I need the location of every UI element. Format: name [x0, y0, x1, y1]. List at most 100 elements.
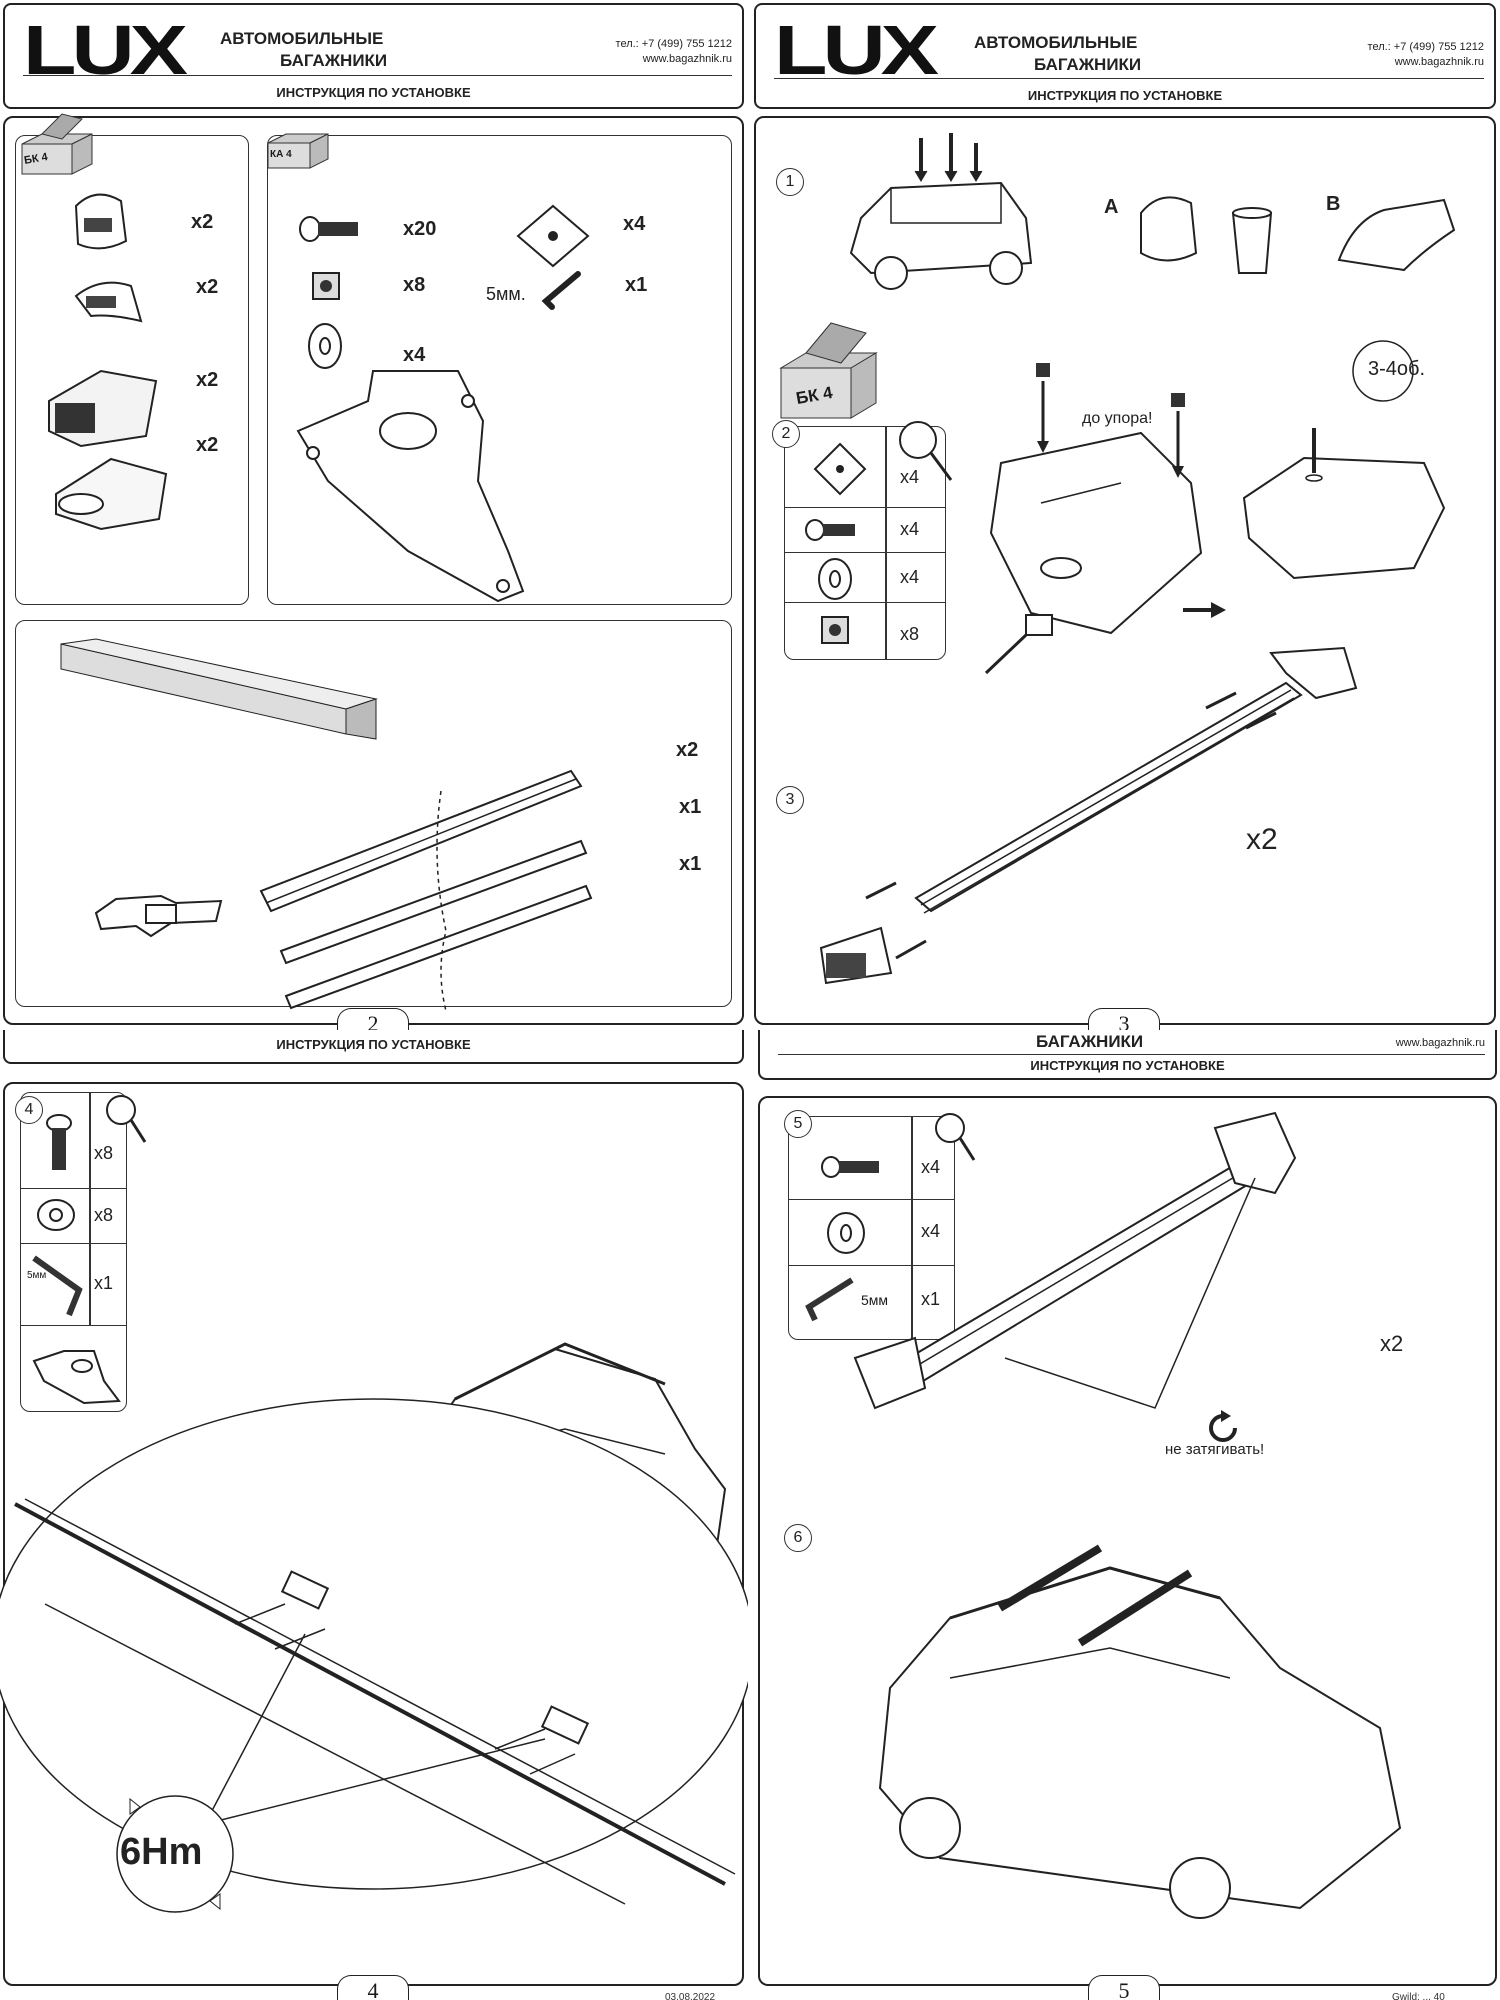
nut-icon [312, 272, 340, 300]
qty-label: x8 [403, 274, 426, 296]
box-icon [267, 133, 329, 169]
crossbar-profiles-icon [259, 769, 593, 1012]
phone-text: тел.: +7 (499) 755 1212 [615, 38, 732, 50]
hex-key-icon [541, 271, 581, 310]
profile-section-icon [94, 894, 223, 938]
table-row [21, 1188, 126, 1189]
brand-logo: LUX [23, 11, 188, 89]
qty-label: x4 [623, 213, 646, 235]
qty-label: x2 [191, 211, 214, 233]
note-stop: до упора! [1082, 410, 1153, 427]
step-number: 1 [776, 168, 804, 196]
qty-label: x4 [900, 467, 920, 487]
step5-parts-table: x4 x4 5мм x1 [788, 1116, 955, 1340]
qty-label: x2 [196, 276, 219, 298]
header-rule [23, 75, 732, 76]
long-package-icon [60, 638, 378, 740]
bolt-icon [299, 216, 358, 242]
turns-unit: об. [1396, 358, 1426, 380]
page-header: LUX АВТОМОБИЛЬНЫЕ БАГАЖНИКИ тел.: +7 (49… [754, 3, 1496, 109]
table-row [789, 1265, 954, 1266]
contact-info: тел.: +7 (499) 755 1212 www.bagazhnik.ru [1368, 40, 1484, 70]
bolt-icon [805, 519, 855, 541]
qty-label: x2 [676, 739, 699, 761]
step4-panel: x8 x8 5мм x1 4 [0, 1082, 748, 1986]
step-number: 5 [784, 1110, 812, 1138]
brand-tagline-2: БАГАЖНИКИ [1034, 55, 1142, 74]
foot-cover-icon [74, 193, 128, 250]
car-wash-roof-icon [849, 133, 1033, 290]
car-with-roof-rack-icon [878, 1544, 1402, 1919]
magnifier-icon [899, 421, 953, 481]
qty-label: x4 [900, 567, 920, 587]
qty-label: x1 [625, 274, 648, 296]
qty-label: x8 [900, 624, 920, 644]
washer-icon [308, 323, 342, 369]
torque-circle-icon [116, 1795, 234, 1913]
clip-icon [74, 281, 143, 323]
step2-parts-table: x4 x4 x4 x8 [784, 426, 946, 660]
step5-panel: x4 x4 5мм x1 5 x2 не затягивать! 6 [758, 1096, 1497, 1986]
label-a: A [1104, 196, 1119, 218]
table-row [21, 1325, 126, 1326]
key-size-label: 5мм [27, 1270, 47, 1281]
step-number: 2 [772, 420, 800, 448]
brand-tagline-1: АВТОМОБИЛЬНЫЕ [220, 29, 384, 48]
doc-title: ИНСТРУКЦИЯ ПО УСТАНОВКЕ [276, 85, 471, 100]
square-plate-icon [813, 442, 867, 496]
table-row [785, 507, 945, 508]
page-number: 2 [337, 1008, 409, 1030]
hex-key-icon [32, 1255, 83, 1317]
bolt-icon [46, 1114, 72, 1170]
bolt-icon [821, 1156, 879, 1178]
doc-title: ИНСТРУКЦИЯ ПО УСТАНОВКЕ [1027, 88, 1223, 103]
header-rule [774, 78, 1484, 79]
site-link[interactable]: www.bagazhnik.ru [1394, 56, 1484, 68]
qty-label: x4 [921, 1157, 941, 1177]
mounting-bracket-icon [296, 370, 525, 603]
crossbar-assembly-icon [819, 646, 1358, 985]
label-b: B [1326, 193, 1341, 215]
assembled-foot-icon [1242, 428, 1446, 580]
table-row [785, 552, 945, 553]
box-icon [779, 322, 878, 419]
step-number: 4 [15, 1096, 43, 1124]
end-cap-icon [55, 457, 168, 531]
qty-label: x1 [679, 853, 702, 875]
parts-panel: БК 4 x2 x2 x2 x2 [3, 113, 744, 1025]
table-row [21, 1243, 126, 1244]
table-divider [89, 1093, 91, 1325]
page-3: LUX АВТОМОБИЛЬНЫЕ БАГАЖНИКИ тел.: +7 (49… [752, 0, 1500, 1030]
qty-label: x4 [921, 1221, 941, 1241]
total-qty: x2 [1380, 1331, 1404, 1356]
page-header: LUX АВТОМОБИЛЬНЫЕ БАГАЖНИКИ тел.: +7 (49… [3, 3, 744, 109]
qty-label: x2 [196, 369, 219, 391]
foot-base-icon [48, 369, 158, 448]
key-size-label: 5мм [861, 1292, 889, 1308]
magnifier-icon [106, 1095, 147, 1143]
page-number: 5 [1088, 1975, 1160, 2000]
site-link[interactable]: www.bagazhnik.ru [1395, 1037, 1485, 1049]
site-link[interactable]: www.bagazhnik.ru [642, 53, 732, 65]
rotate-icon [1209, 1410, 1237, 1442]
table-row [785, 602, 945, 603]
table-divider [885, 427, 887, 659]
step4-parts-table: x8 x8 5мм x1 [20, 1092, 127, 1412]
brand-logo: LUX [774, 11, 939, 89]
doc-title: ИНСТРУКЦИЯ ПО УСТАНОВКЕ [276, 1037, 471, 1052]
turns-value: 3-4 [1368, 358, 1397, 380]
total-qty: x2 [1246, 823, 1278, 856]
contact-info: www.bagazhnik.ru [1396, 1036, 1485, 1051]
key-size-label: 5мм. [486, 284, 526, 304]
brand-tagline-1: АВТОМОБИЛЬНЫЕ [974, 33, 1138, 52]
table-row [789, 1199, 954, 1200]
nut-icon [821, 616, 849, 644]
page-header: ИНСТРУКЦИЯ ПО УСТАНОВКЕ [3, 1030, 744, 1064]
qty-label: x4 [900, 519, 920, 539]
ka-box-parts: КА 4 x20 x8 x4 x4 5мм. [267, 133, 732, 605]
profiles-box: x2 x1 x1 [15, 620, 732, 1012]
qty-label: x2 [196, 434, 219, 456]
washer-icon [818, 558, 852, 600]
page-number: 3 [1088, 1008, 1160, 1030]
hex-key-icon [805, 1277, 854, 1322]
